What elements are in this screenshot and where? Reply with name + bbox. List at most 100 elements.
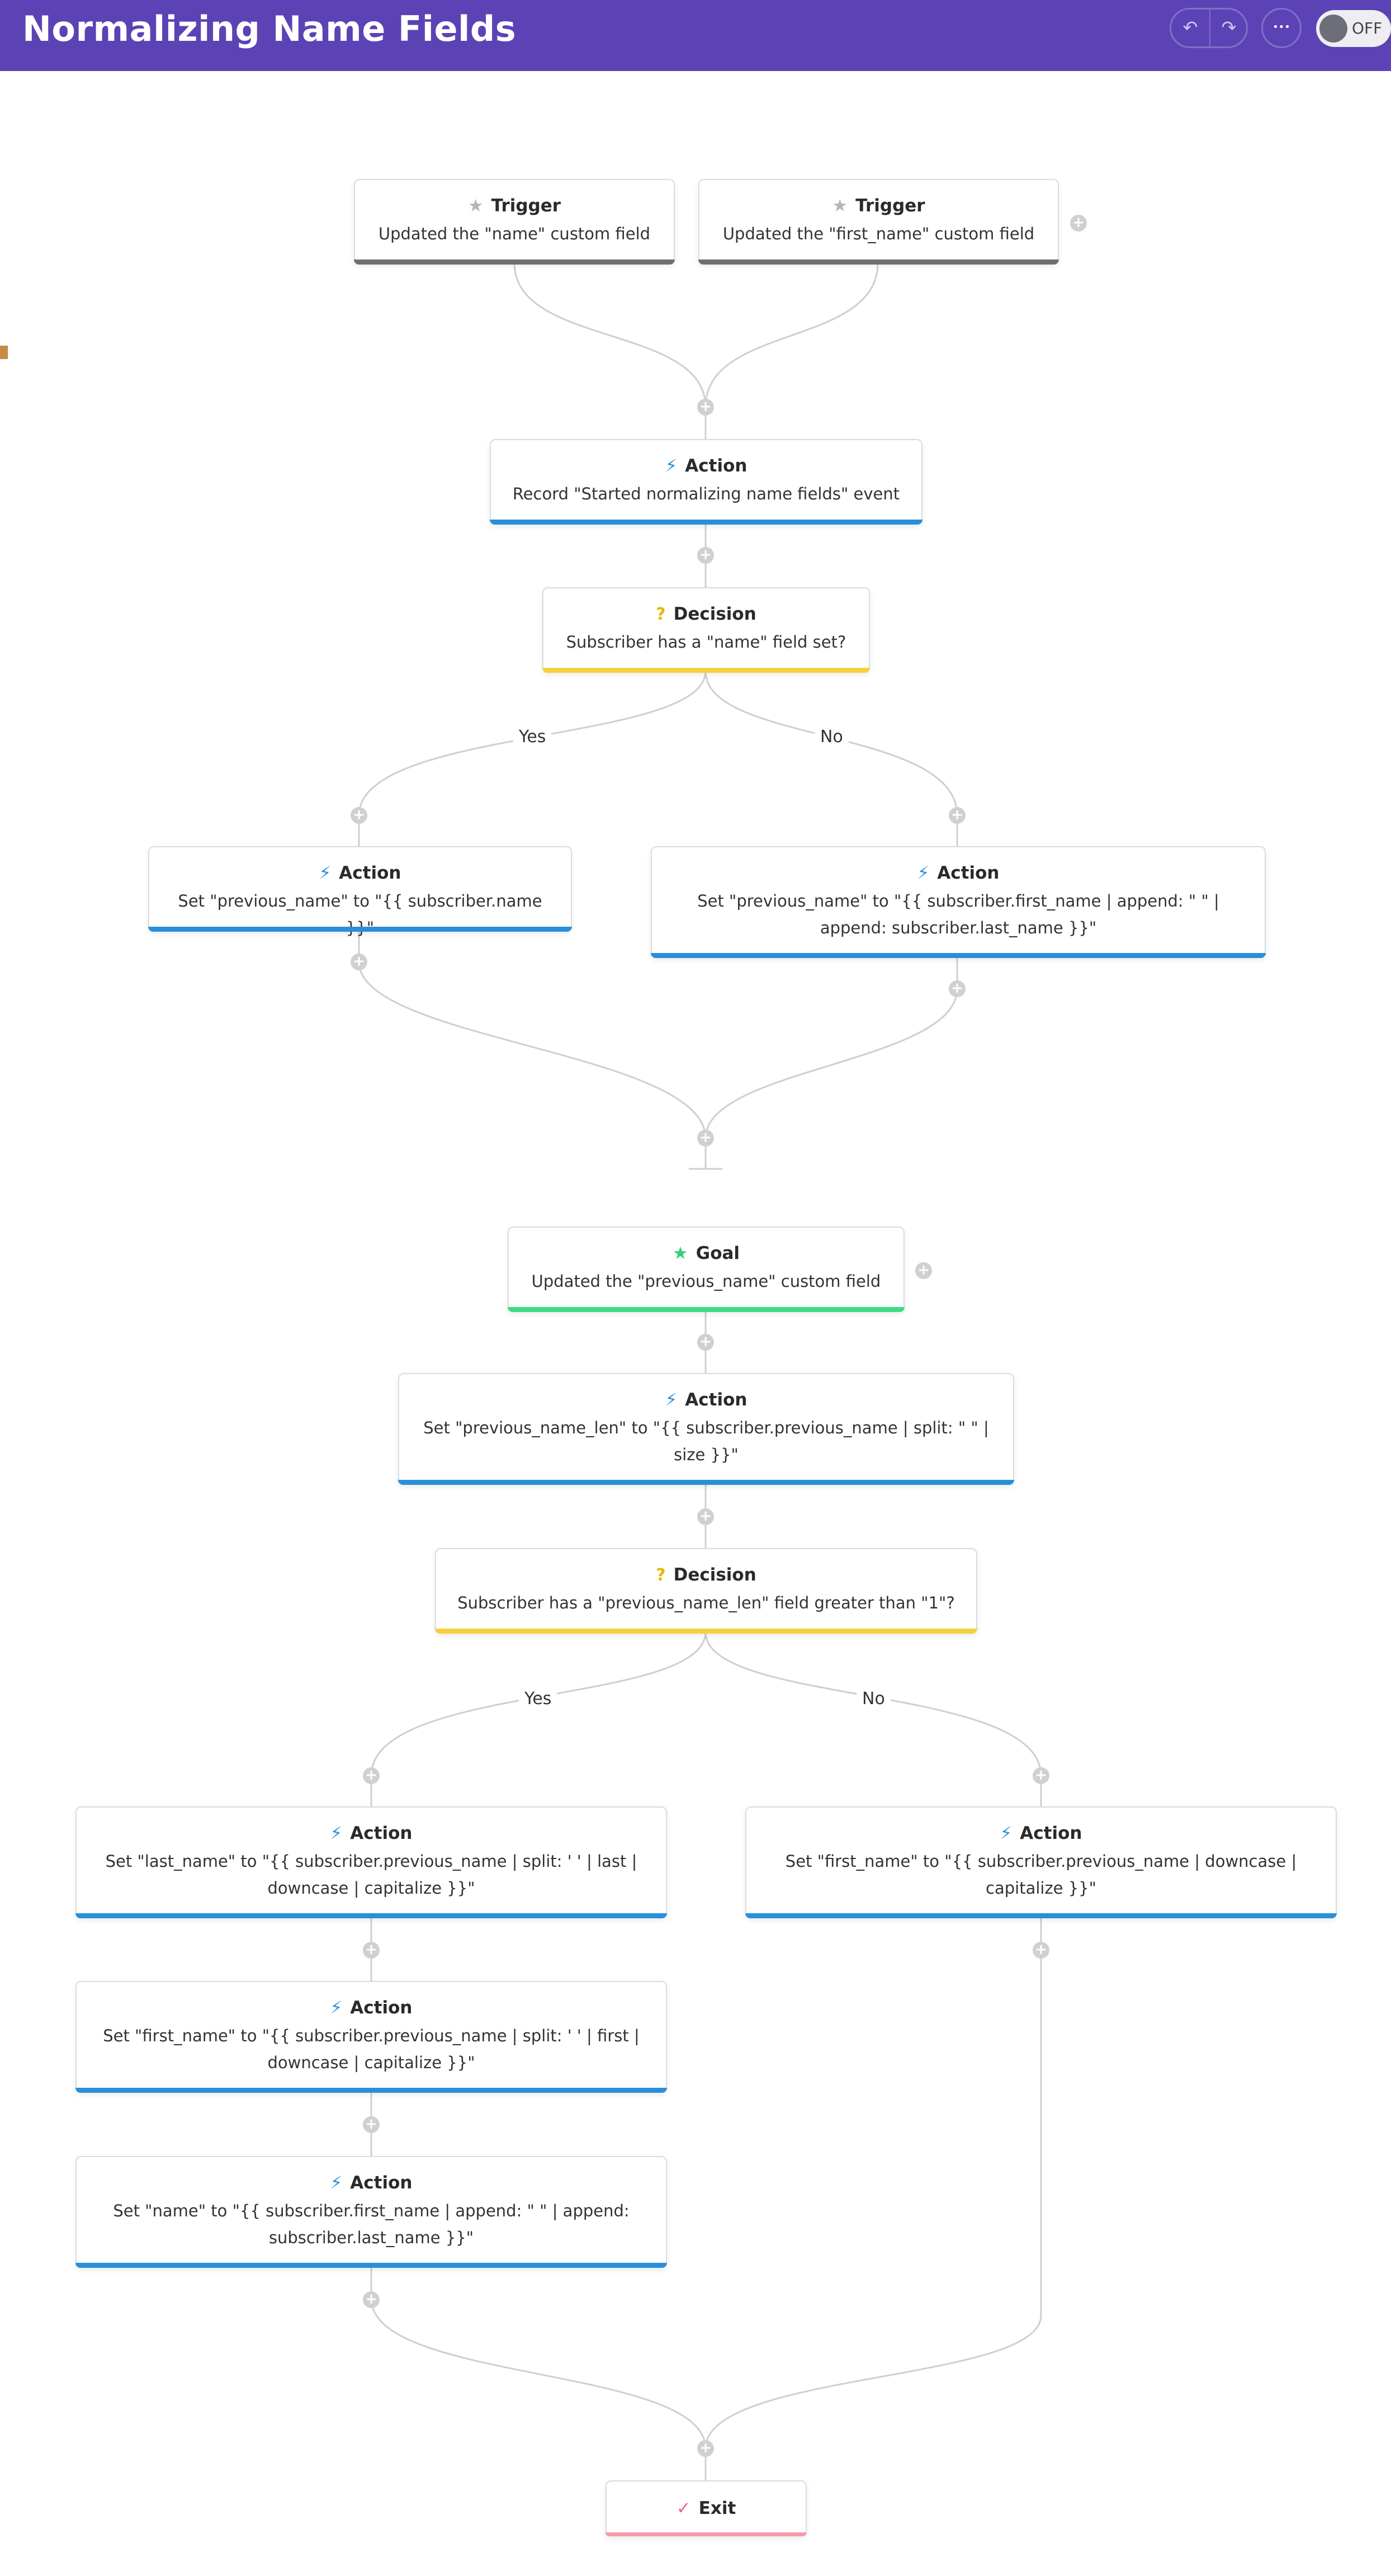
action-node-previous-name-len[interactable]: ⚡ Action Set "previous_name_len" to "{{ s… xyxy=(398,1373,1014,1485)
add-step-button[interactable]: + xyxy=(363,1767,380,1784)
page-title: Normalizing Name Fields xyxy=(22,8,517,49)
history-controls: ↶ ↷ xyxy=(1170,8,1248,48)
question-icon: ? xyxy=(656,1565,666,1585)
toggle-label: OFF xyxy=(1352,19,1383,37)
action-description: Set "previous_name_len" to "{{ subscribe… xyxy=(423,1418,989,1464)
add-step-button[interactable]: + xyxy=(363,1942,380,1959)
decision-bar xyxy=(435,1629,977,1634)
action-title: Action xyxy=(937,863,1000,883)
workflow-toggle[interactable]: OFF xyxy=(1316,10,1391,47)
add-step-button[interactable]: + xyxy=(697,1130,714,1147)
lightning-icon: ⚡ xyxy=(330,2173,343,2193)
action-description: Set "first_name" to "{{ subscriber.previ… xyxy=(785,1852,1297,1898)
lightning-icon: ⚡ xyxy=(665,456,678,476)
action-description: Set "previous_name" to "{{ subscriber.na… xyxy=(178,891,542,937)
add-step-button[interactable]: + xyxy=(363,2291,380,2308)
action-node-previous-name-no[interactable]: ⚡Action Set "previous_name" to "{{ subsc… xyxy=(651,846,1266,958)
trigger-node-first-name[interactable]: ★ Trigger Updated the "first_name" custom… xyxy=(698,179,1059,265)
action-node-last-name[interactable]: ⚡ Action Set "last_name" to "{{ subscribe… xyxy=(75,1806,667,1918)
decision-node-name-length[interactable]: ? Decision Subscriber has a "previous_nam… xyxy=(435,1548,977,1634)
left-edge-handle[interactable] xyxy=(0,346,8,359)
lightning-icon: ⚡ xyxy=(330,1998,343,2018)
exit-title: Exit xyxy=(698,2498,736,2518)
trigger-node-name[interactable]: ★ Trigger Updated the "name" custom field xyxy=(354,179,675,265)
action-description: Set "previous_name" to "{{ subscriber.fi… xyxy=(697,891,1219,937)
action-title: Action xyxy=(350,2173,413,2193)
undo-icon[interactable]: ↶ xyxy=(1171,10,1210,46)
decision-title: Decision xyxy=(673,1565,756,1585)
action-description: Record "Started normalizing name fields"… xyxy=(512,484,900,503)
trigger-bar xyxy=(698,260,1059,265)
action-node-record-event[interactable]: ⚡ Action Record "Started normalizing name… xyxy=(490,439,922,525)
star-icon: ★ xyxy=(467,196,484,216)
more-icon: ••• xyxy=(1272,21,1290,33)
add-step-button[interactable]: + xyxy=(697,1508,714,1525)
lightning-icon: ⚡ xyxy=(1000,1823,1013,1843)
add-step-button[interactable]: + xyxy=(1033,1942,1049,1959)
exit-bar xyxy=(605,2532,807,2536)
action-bar xyxy=(490,520,922,525)
add-step-button[interactable]: + xyxy=(351,954,367,970)
action-title: Action xyxy=(350,1823,413,1843)
add-step-button[interactable]: + xyxy=(697,547,714,564)
goal-title: Goal xyxy=(696,1243,740,1263)
goal-star-icon: ★ xyxy=(672,1243,688,1263)
trigger-bar xyxy=(354,260,675,265)
more-options-button[interactable]: ••• xyxy=(1261,8,1302,48)
checkmark-icon: ✓ xyxy=(676,2498,691,2518)
trigger-description: Updated the "first_name" custom field xyxy=(722,224,1035,243)
decision-description: Subscriber has a "previous_name_len" fie… xyxy=(457,1593,955,1612)
add-step-button[interactable]: + xyxy=(949,807,966,824)
decision-description: Subscriber has a "name" field set? xyxy=(566,633,846,652)
action-description: Set "first_name" to "{{ subscriber.previ… xyxy=(103,2026,640,2072)
trigger-description: Updated the "name" custom field xyxy=(378,224,651,243)
action-bar xyxy=(75,2088,667,2093)
action-description: Set "last_name" to "{{ subscriber.previo… xyxy=(105,1852,637,1898)
action-title: Action xyxy=(685,456,747,476)
exit-node[interactable]: ✓ Exit xyxy=(605,2480,807,2536)
decision-bar xyxy=(542,668,870,673)
action-node-first-name-no[interactable]: ⚡ Action Set "first_name" to "{{ subscrib… xyxy=(745,1806,1337,1918)
branch-label-no: No xyxy=(815,727,849,747)
add-step-button[interactable]: + xyxy=(697,399,714,416)
add-step-button[interactable]: + xyxy=(1033,1767,1049,1784)
action-bar xyxy=(745,1913,1337,1918)
add-step-button[interactable]: + xyxy=(697,2440,714,2457)
add-step-button[interactable]: + xyxy=(363,2116,380,2133)
action-bar xyxy=(75,2263,667,2268)
branch-label-no: No xyxy=(857,1689,891,1709)
add-step-button[interactable]: + xyxy=(949,980,966,997)
action-bar xyxy=(651,953,1266,958)
star-icon: ★ xyxy=(832,196,848,216)
lightning-icon: ⚡ xyxy=(330,1823,343,1843)
goal-node[interactable]: ★ Goal Updated the "previous_name" custom… xyxy=(508,1226,905,1312)
action-bar xyxy=(398,1480,1014,1485)
action-node-name[interactable]: ⚡ Action Set "name" to "{{ subscriber.fir… xyxy=(75,2156,667,2268)
toggle-knob xyxy=(1319,15,1347,43)
header-bar: Normalizing Name Fields ↶ ↷ ••• OFF xyxy=(0,0,1391,71)
add-step-button[interactable]: + xyxy=(697,1334,714,1351)
decision-title: Decision xyxy=(673,604,756,624)
goal-bar xyxy=(508,1307,905,1312)
redo-icon[interactable]: ↷ xyxy=(1221,17,1237,38)
add-goal-button[interactable]: + xyxy=(915,1262,932,1279)
action-description: Set "name" to "{{ subscriber.first_name … xyxy=(113,2201,630,2247)
action-title: Action xyxy=(350,1998,413,2018)
action-title: Action xyxy=(1020,1823,1082,1843)
action-bar xyxy=(148,927,572,932)
action-bar xyxy=(75,1913,667,1918)
goal-description: Updated the "previous_name" custom field xyxy=(531,1272,881,1291)
action-title: Action xyxy=(339,863,401,883)
action-node-first-name-yes[interactable]: ⚡ Action Set "first_name" to "{{ subscrib… xyxy=(75,1981,667,2093)
trigger-title: Trigger xyxy=(491,196,561,216)
action-node-previous-name-yes[interactable]: ⚡ Action Set "previous_name" to "{{ subsc… xyxy=(148,846,572,937)
lightning-icon: ⚡ xyxy=(665,1390,678,1410)
add-trigger-button[interactable]: + xyxy=(1070,215,1087,232)
add-step-button[interactable]: + xyxy=(351,807,367,824)
lightning-icon: ⚡ xyxy=(319,863,332,883)
action-title: Action xyxy=(685,1390,747,1410)
decision-node-name-set[interactable]: ? Decision Subscriber has a "name" field … xyxy=(542,587,870,673)
question-icon: ? xyxy=(656,605,666,624)
trigger-title: Trigger xyxy=(855,196,925,216)
branch-label-yes: Yes xyxy=(519,1689,557,1709)
